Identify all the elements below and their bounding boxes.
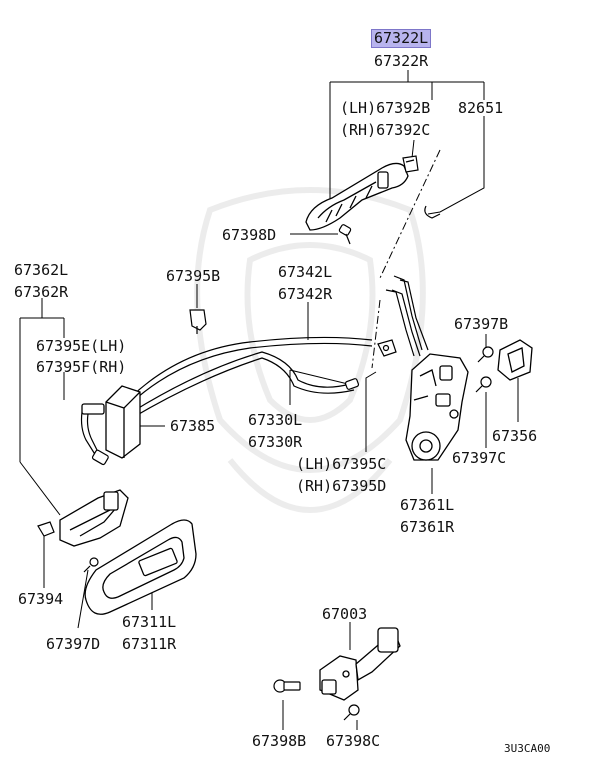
part-label-67342L[interactable]: 67342L [278,263,333,281]
part-label-67330R[interactable]: 67330R [248,433,303,451]
seal-82651-part [424,205,441,219]
part-label-67394[interactable]: 67394 [18,590,64,608]
part-label-67356[interactable]: 67356 [492,427,538,445]
part-label-82651[interactable]: 82651 [458,99,504,117]
part-label-67342R[interactable]: 67342R [278,285,333,303]
part-label-67330L[interactable]: 67330L [248,411,303,429]
part-label-67311R[interactable]: 67311R [122,635,177,653]
clip-67395C-part [377,339,397,357]
latch-assembly-part [405,353,469,461]
cap-67394-part [37,521,55,537]
bolt-67398B-part [273,679,301,693]
screw-67398D-part [338,224,352,245]
part-label-67392C[interactable]: (RH)67392C [340,121,431,139]
bolt-67398C-part [343,704,360,721]
link-rods [385,275,429,357]
part-label-67361L[interactable]: 67361L [400,496,455,514]
part-label-67395E[interactable]: 67395E(LH) [36,337,127,355]
part-label-67398D[interactable]: 67398D [222,226,277,244]
part-label-67397C[interactable]: 67397C [452,449,507,467]
inside-handle-part [59,489,129,547]
part-label-67397B[interactable]: 67397B [454,315,509,333]
clip-67395B-part [189,309,207,334]
part-label-67322R[interactable]: 67322R [374,52,429,70]
outside-handle-part [305,162,409,231]
part-label-67398B[interactable]: 67398B [252,732,307,750]
part-label-67395F[interactable]: 67395F(RH) [36,358,127,376]
cable-box-67385-part [81,385,141,459]
cable-ends [91,378,360,466]
part-label-67361R[interactable]: 67361R [400,518,455,536]
screw-67397B-part [477,346,494,363]
part-label-67362R[interactable]: 67362R [14,283,69,301]
part-label-67395D[interactable]: (RH)67395D [296,477,387,495]
door-check-67003-part [319,627,401,701]
escutcheon-67311-part [84,519,197,615]
part-label-67392B[interactable]: (LH)67392B [340,99,431,117]
part-label-67398C[interactable]: 67398C [326,732,381,750]
bracket-67356-part [497,339,533,381]
clip-67392-part [402,155,419,173]
screw-67397D-part [83,557,99,573]
cables-67342-67330 [80,336,373,457]
part-label-67322L[interactable]: 67322L [370,29,432,48]
screw-67397C-part [475,376,492,393]
part-label-67385[interactable]: 67385 [170,417,216,435]
part-label-67362L[interactable]: 67362L [14,261,69,279]
diagram-code: 3U3CA00 [504,742,551,755]
leader-lines [19,70,519,730]
part-label-67311L[interactable]: 67311L [122,613,177,631]
part-label-67395C[interactable]: (LH)67395C [296,455,387,473]
part-label-67397D[interactable]: 67397D [46,635,101,653]
part-label-67395B[interactable]: 67395B [166,267,221,285]
part-label-67003[interactable]: 67003 [322,605,368,623]
